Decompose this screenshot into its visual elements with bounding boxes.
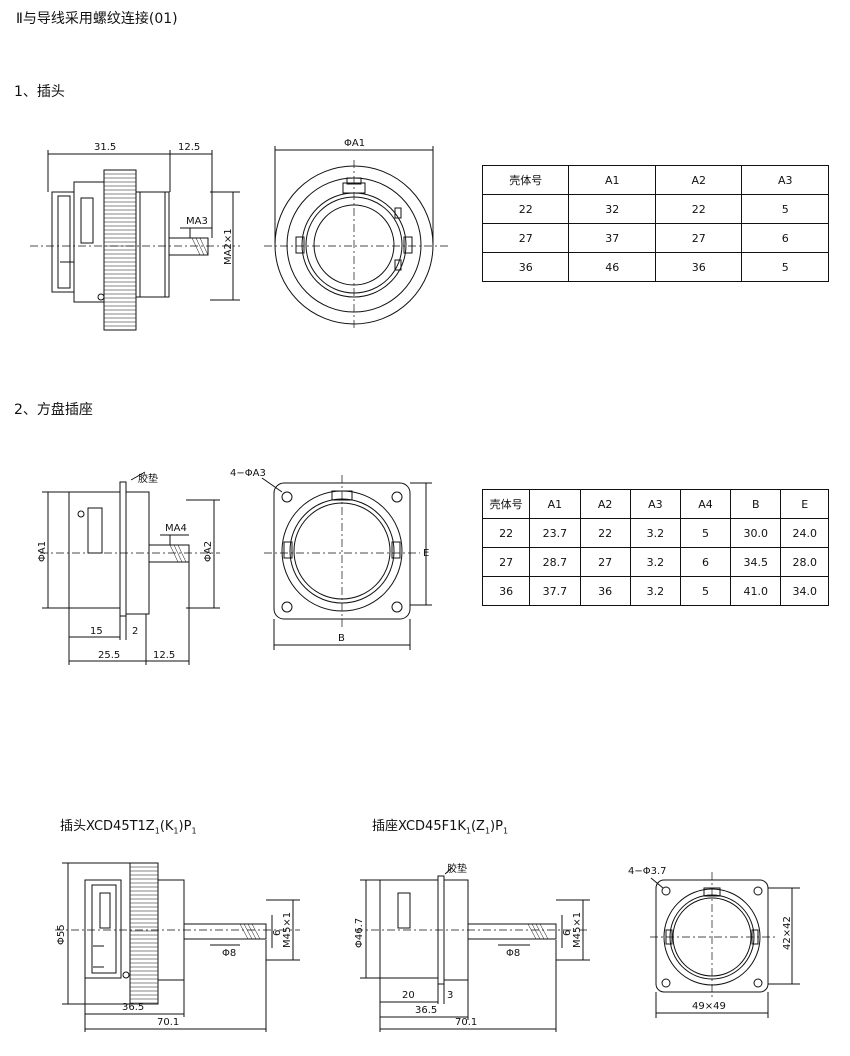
dim-36-5-socket: 36.5 xyxy=(415,1005,437,1016)
dim-m45-socket: M45×1 xyxy=(572,912,583,948)
table-cell: 3.2 xyxy=(629,576,681,606)
table-cell: 3.2 xyxy=(629,547,681,577)
dim-phi55: Φ55 xyxy=(56,924,67,945)
dim-holes-a3: 4−ΦA3 xyxy=(230,468,266,479)
socket-model-caption: 插座XCD45F1K1(Z1)P1 xyxy=(372,819,509,836)
socket-xcd45-drawing xyxy=(355,867,590,1032)
dim-31-5: 31.5 xyxy=(94,142,116,153)
dim-b: B xyxy=(338,633,345,644)
plug-front-view xyxy=(264,146,448,330)
dim-6-socket: 6 xyxy=(562,930,573,936)
table-cell: 27 xyxy=(579,547,631,577)
dim-2: 2 xyxy=(132,626,138,637)
dim-e: E xyxy=(423,548,429,559)
table-header-cell: A2 xyxy=(654,165,743,195)
dim-70-1-socket: 70.1 xyxy=(455,1017,477,1028)
table-cell: 6 xyxy=(741,223,829,253)
table-cell: 27 xyxy=(654,223,743,253)
section-1-heading: 1、插头 xyxy=(14,84,65,100)
dim-12-5-socket: 12.5 xyxy=(153,650,175,661)
dim-12-5: 12.5 xyxy=(178,142,200,153)
dim-3: 3 xyxy=(447,990,453,1001)
table-header-cell: E xyxy=(780,489,829,519)
table-cell: 22 xyxy=(481,518,531,548)
dim-36-5-plug: 36.5 xyxy=(122,1002,144,1013)
dim-phi8-plug: Φ8 xyxy=(222,948,236,959)
table-cell: 36 xyxy=(481,252,570,282)
dim-phi-a2: ΦA2 xyxy=(203,541,214,562)
table-cell: 5 xyxy=(741,252,829,282)
gasket-label-2: 胶垫 xyxy=(447,862,467,875)
dim-holes-3-7: 4−Φ3.7 xyxy=(628,866,667,877)
table-cell: 24.0 xyxy=(780,518,829,548)
dim-6-plug: 6 xyxy=(272,930,283,936)
dim-phi46-7: Φ46.7 xyxy=(354,918,365,948)
dim-49x49: 49×49 xyxy=(692,1001,726,1012)
table-cell: 23.7 xyxy=(529,518,581,548)
section-2-heading: 2、方盘插座 xyxy=(14,402,93,418)
dim-phi-a1-socket: ΦA1 xyxy=(37,541,48,562)
table-cell: 37.7 xyxy=(529,576,581,606)
dim-42x42: 42×42 xyxy=(782,916,793,950)
table-cell: 36 xyxy=(481,576,531,606)
table-cell: 3.2 xyxy=(629,518,681,548)
dim-ma3: MA3 xyxy=(186,216,208,227)
plug-xcd45-drawing xyxy=(55,862,300,1032)
table-cell: 22 xyxy=(579,518,631,548)
dim-ma2x1: MA2×1 xyxy=(223,228,234,265)
dim-15: 15 xyxy=(90,626,103,637)
gasket-label: 胶垫 xyxy=(138,472,158,485)
table-cell: 46 xyxy=(568,252,656,282)
socket-side-view xyxy=(40,471,220,665)
dim-ma4: MA4 xyxy=(165,523,187,534)
table-cell: 36 xyxy=(654,252,743,282)
table-header-cell: B xyxy=(730,489,782,519)
plug-model-caption: 插头XCD45T1Z1(K1)P1 xyxy=(60,819,197,836)
dim-70-1-plug: 70.1 xyxy=(157,1017,179,1028)
dim-m45-plug: M45×1 xyxy=(282,912,293,948)
table-header-cell: 壳体号 xyxy=(481,165,570,195)
plug-side-view xyxy=(30,150,240,331)
table-cell: 5 xyxy=(679,576,732,606)
table-cell: 41.0 xyxy=(730,576,782,606)
table-header-cell: A3 xyxy=(741,165,829,195)
dim-phi8-socket: Φ8 xyxy=(506,948,520,959)
table-cell: 27 xyxy=(481,223,570,253)
page-title: Ⅱ与导线采用螺纹连接(01) xyxy=(16,11,178,27)
dim-25-5: 25.5 xyxy=(98,650,120,661)
table-header-cell: A1 xyxy=(568,165,656,195)
table-header-cell: A2 xyxy=(579,489,631,519)
socket-front-view xyxy=(261,475,432,650)
table-cell: 34.0 xyxy=(780,576,829,606)
dim-20: 20 xyxy=(402,990,415,1001)
dim-phi-a1: ΦA1 xyxy=(344,138,365,149)
flange-front-drawing xyxy=(650,872,800,1018)
table-cell: 22 xyxy=(481,194,570,224)
table-cell: 34.5 xyxy=(730,547,782,577)
table-header-cell: A3 xyxy=(629,489,681,519)
